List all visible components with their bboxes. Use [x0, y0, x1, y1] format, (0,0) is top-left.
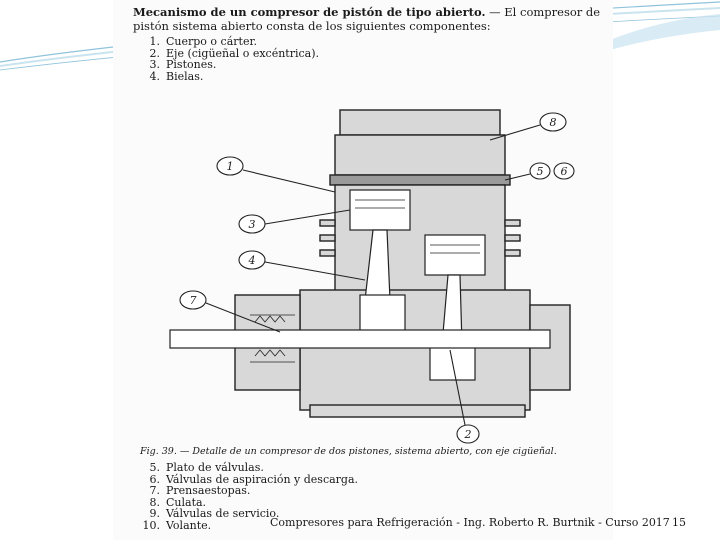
list-item: 9.Válvulas de servicio. [149, 507, 280, 521]
list-item: 7.Prensaestopas. [149, 484, 251, 498]
callout-1: 1 [227, 160, 234, 173]
list-item: 10.Volante. [142, 518, 212, 532]
list-item: 4.Bielas. [149, 69, 204, 83]
callout-2: 2 [464, 428, 472, 441]
page-heading: Mecanismo de un compresor de pistón de t… [133, 5, 608, 33]
compressor-drawing: 1 3 4 7 8 5 6 2 [169, 109, 575, 444]
list-item: 5.Plato de válvulas. [149, 461, 264, 474]
heading-rest: — El compresor de pistón sistema abierto… [133, 5, 601, 33]
heading-title: Mecanismo de un compresor de pistón de t… [133, 5, 486, 19]
list-item: 3.Pistones. [149, 58, 217, 72]
figure-caption: Fig. 39. — Detalle de un compresor de do… [140, 446, 557, 457]
callout-3: 3 [249, 218, 256, 231]
list-item: 1.Cuerpo o cárter. [149, 35, 258, 48]
page-number: 15 [672, 516, 686, 529]
components-list-top: 1.Cuerpo o cárter. 2.Eje (cigüeñal o exc… [142, 35, 320, 83]
callout-7: 7 [190, 294, 197, 307]
callout-5: 5 [537, 165, 544, 178]
list-item: 6.Válvulas de aspiración y descarga. [149, 472, 359, 486]
callout-6: 6 [561, 165, 568, 178]
callout-4: 4 [248, 254, 256, 267]
callout-8: 8 [550, 116, 557, 129]
slide-footer: Compresores para Refrigeración - Ing. Ro… [270, 516, 670, 529]
list-item: 2.Eje (cigüeñal o excéntrica). [149, 46, 320, 60]
list-item: 8.Culata. [149, 495, 207, 509]
components-list-bottom: 5.Plato de válvulas. 6.Válvulas de aspir… [142, 461, 359, 532]
